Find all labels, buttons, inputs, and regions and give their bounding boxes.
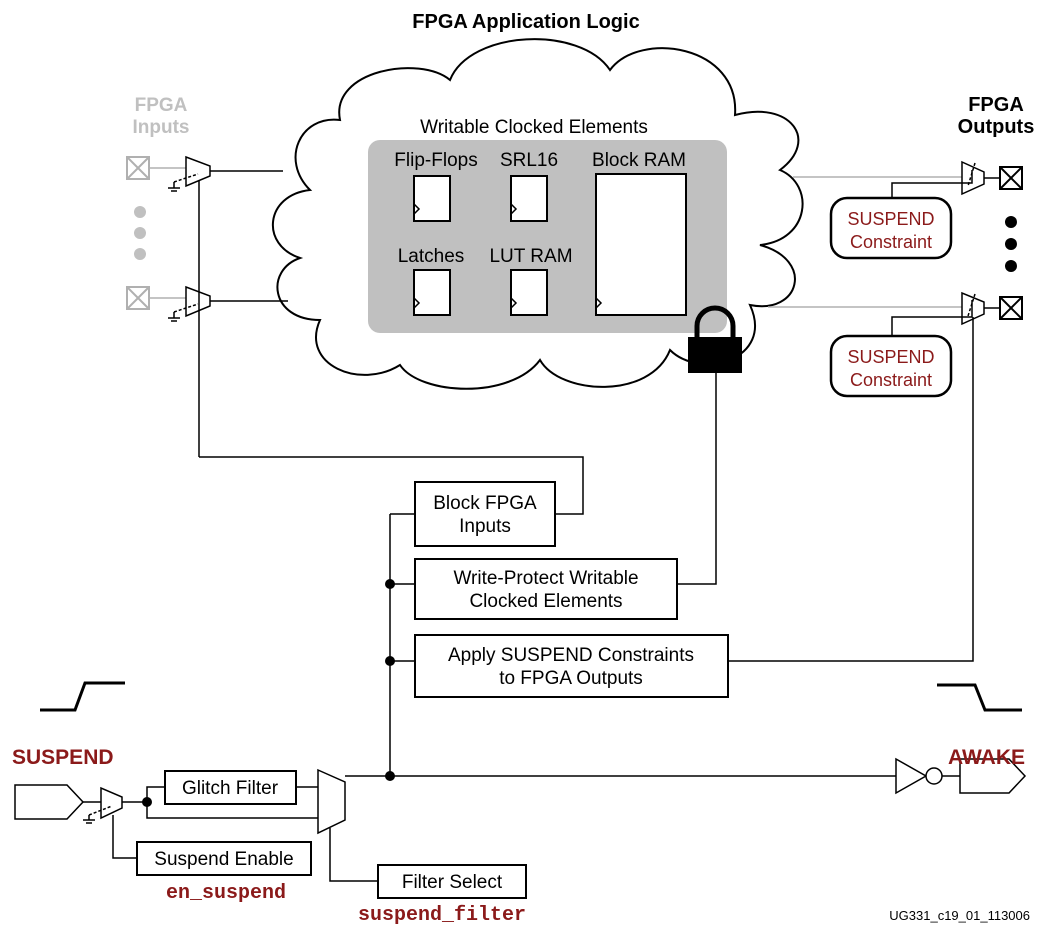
- flip-flop-symbol: [413, 175, 451, 222]
- svg-text:SUSPEND: SUSPEND: [847, 209, 934, 229]
- fpga-outputs-label-line1: FPGA: [968, 94, 1024, 116]
- svg-text:Apply SUSPEND Constraints: Apply SUSPEND Constraints: [448, 645, 694, 666]
- awake-falling-edge-waveform: [937, 683, 1022, 712]
- svg-text:Filter Select: Filter Select: [402, 872, 503, 893]
- junction-dot: [385, 656, 395, 666]
- srl16-label: SRL16: [500, 150, 558, 171]
- suspend-input-buffer: [83, 786, 123, 824]
- srl16-symbol: [510, 175, 548, 222]
- input-pad-2: [126, 286, 150, 310]
- input-buffer-2: [168, 285, 211, 322]
- latches-label: Latches: [398, 246, 465, 267]
- lock-icon: [688, 305, 742, 373]
- input-pad-1: [126, 156, 150, 180]
- suspend-signal-label: SUSPEND: [12, 746, 114, 769]
- suspend-enable-box: Suspend Enable: [136, 841, 312, 876]
- ellipsis-dot: [134, 227, 146, 239]
- fpga-inputs-label-line2: Inputs: [133, 117, 190, 138]
- suspend-constraint-box-2: SUSPEND Constraint: [829, 334, 953, 398]
- en-suspend-label: en_suspend: [166, 882, 286, 905]
- block-ram-label: Block RAM: [592, 150, 686, 171]
- awake-output-pad: [959, 758, 1027, 794]
- svg-text:Glitch Filter: Glitch Filter: [182, 778, 279, 799]
- output-pad-1: [999, 166, 1023, 190]
- lut-ram-symbol: [510, 269, 548, 316]
- apply-suspend-constraints-box: Apply SUSPEND Constraints to FPGA Output…: [414, 634, 729, 698]
- latch-symbol: [413, 269, 451, 316]
- ellipsis-dot: [1005, 238, 1017, 250]
- ellipsis-dot: [1005, 216, 1017, 228]
- svg-text:Suspend Enable: Suspend Enable: [154, 849, 293, 870]
- suspend-constraint-box-1: SUSPEND Constraint: [829, 196, 953, 260]
- awake-inverter: [895, 757, 943, 795]
- figure-id: UG331_c19_01_113006: [889, 908, 1030, 923]
- lut-ram-label: LUT RAM: [489, 246, 572, 267]
- block-fpga-inputs-box: Block FPGA Inputs: [414, 481, 556, 547]
- suspend-input-pad: [14, 784, 85, 820]
- fpga-outputs-label-line2: Outputs: [958, 116, 1035, 138]
- svg-text:SUSPEND: SUSPEND: [847, 347, 934, 367]
- suspend-filter-label: suspend_filter: [358, 904, 526, 927]
- writable-elements-label: Writable Clocked Elements: [420, 117, 648, 138]
- glitch-filter-box: Glitch Filter: [164, 770, 297, 805]
- fpga-inputs-label-line1: FPGA: [135, 95, 188, 116]
- input-buffer-1: [168, 155, 211, 192]
- write-protect-box: Write-Protect Writable Clocked Elements: [414, 558, 678, 620]
- flip-flops-label: Flip-Flops: [394, 150, 477, 171]
- svg-text:Block FPGA: Block FPGA: [433, 493, 537, 514]
- filter-mux: [317, 768, 346, 835]
- suspend-rising-edge-waveform: [40, 681, 125, 712]
- svg-text:Constraint: Constraint: [850, 232, 932, 252]
- svg-text:Write-Protect Writable: Write-Protect Writable: [453, 568, 638, 589]
- awake-signal-label: AWAKE: [948, 746, 1025, 769]
- filter-select-box: Filter Select: [377, 864, 527, 899]
- diagram-title: FPGA Application Logic: [412, 11, 639, 33]
- ellipsis-dot: [1005, 260, 1017, 272]
- output-pad-2: [999, 296, 1023, 320]
- ellipsis-dot: [134, 248, 146, 260]
- svg-text:to FPGA Outputs: to FPGA Outputs: [499, 668, 643, 689]
- svg-text:Clocked Elements: Clocked Elements: [469, 591, 622, 612]
- ellipsis-dot: [134, 206, 146, 218]
- svg-text:Inputs: Inputs: [459, 516, 511, 537]
- block-ram-symbol: [595, 173, 687, 316]
- junction-dot: [385, 579, 395, 589]
- svg-text:Constraint: Constraint: [850, 370, 932, 390]
- output-buffer-1: [961, 160, 985, 196]
